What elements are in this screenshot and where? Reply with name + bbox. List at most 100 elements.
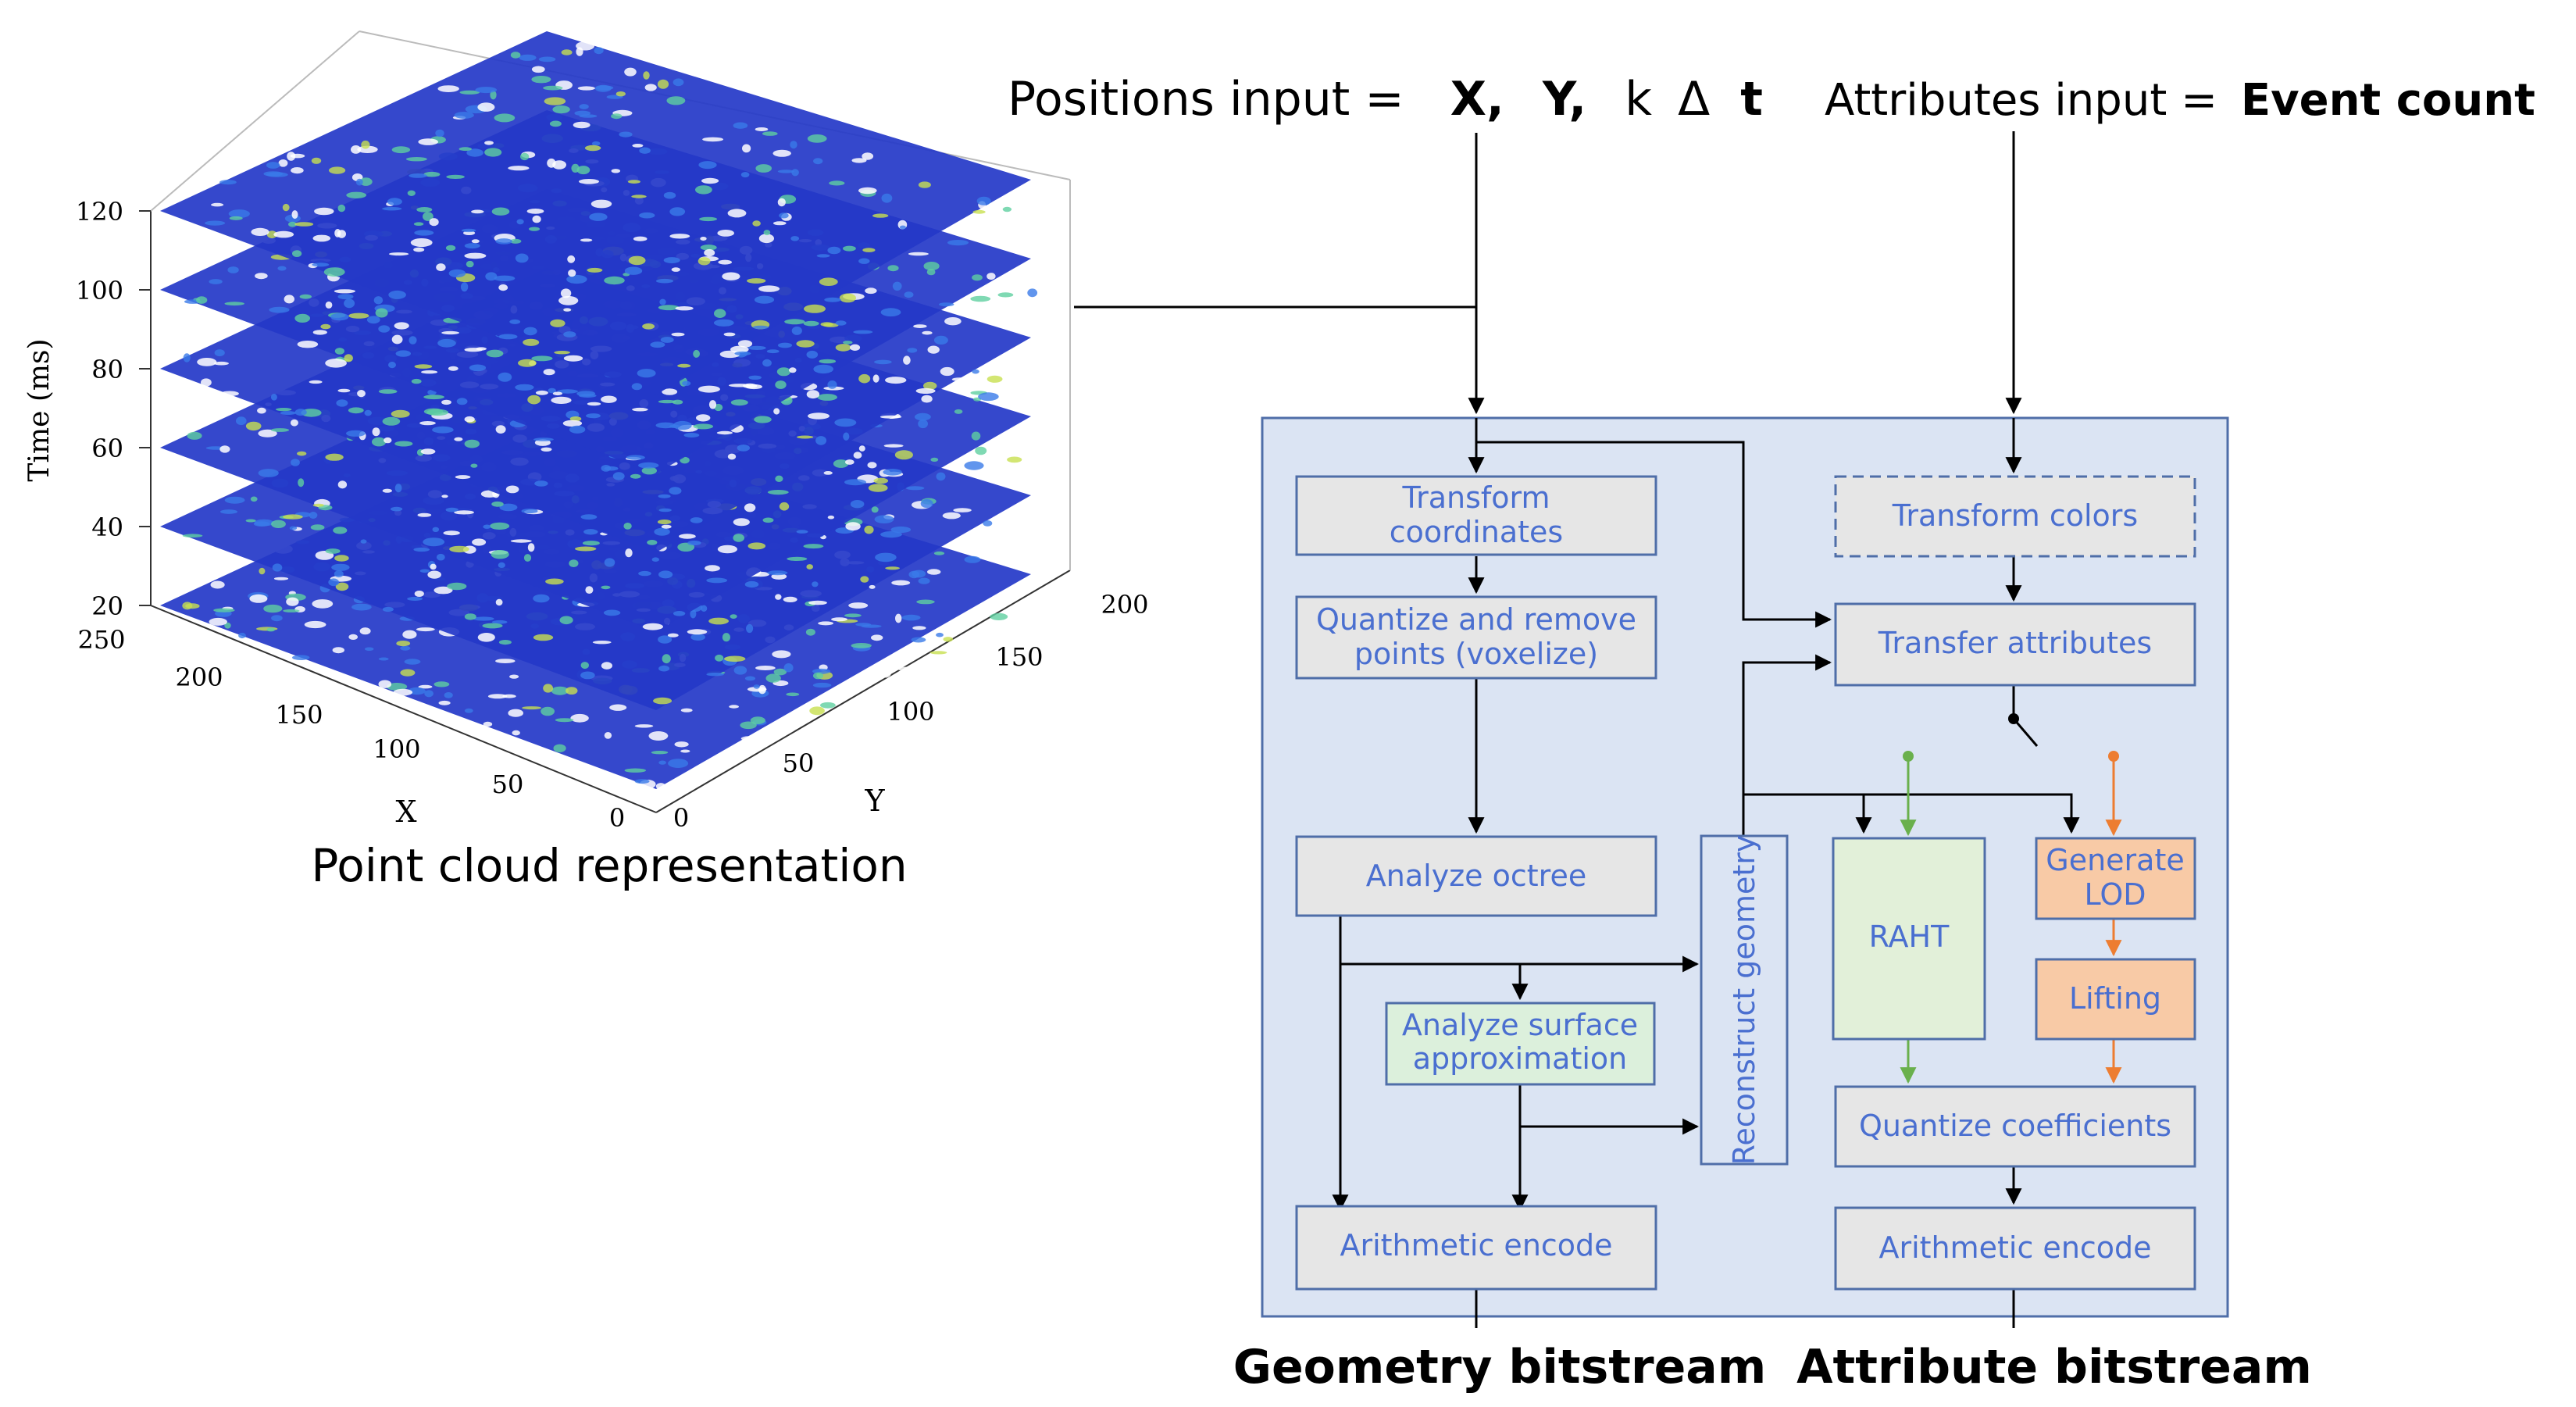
point-cluster xyxy=(414,364,433,369)
point-cluster xyxy=(543,85,563,91)
point-cluster xyxy=(916,599,935,605)
quantize-line1: Quantize and remove xyxy=(1316,602,1636,637)
point-cluster xyxy=(566,687,578,695)
point-cluster xyxy=(515,253,529,263)
point-cluster xyxy=(433,681,450,687)
reconstruct-geometry-label: Reconstruct geometry xyxy=(1727,835,1761,1166)
point-cluster xyxy=(872,374,879,383)
positions-y: Y, xyxy=(1542,72,1586,127)
point-cluster xyxy=(873,477,889,484)
point-cluster xyxy=(690,634,705,641)
point-cluster xyxy=(558,295,579,305)
positions-input-label: Positions input = X, Y, k Δ t xyxy=(1008,72,1763,127)
point-cluster xyxy=(724,655,746,662)
point-cluster xyxy=(858,258,870,264)
point-cluster xyxy=(213,608,235,612)
point-cluster xyxy=(671,332,685,337)
point-cluster xyxy=(257,407,266,414)
point-cluster xyxy=(680,749,690,753)
point-cluster xyxy=(292,250,302,257)
point-cluster xyxy=(526,209,544,214)
point-cluster xyxy=(745,384,762,390)
point-cluster xyxy=(999,225,1019,232)
point-cluster xyxy=(551,396,572,404)
point-cluster xyxy=(348,634,359,641)
point-cluster xyxy=(569,425,586,434)
point-cluster xyxy=(335,582,349,591)
point-cluster xyxy=(527,395,541,405)
point-cluster xyxy=(626,455,645,460)
point-cluster xyxy=(490,522,510,530)
point-cluster xyxy=(477,102,495,112)
point-cluster xyxy=(699,216,718,222)
point-cluster xyxy=(325,453,344,461)
point-cluster xyxy=(416,207,433,212)
point-cluster xyxy=(245,519,256,523)
point-cluster xyxy=(404,659,421,665)
point-cluster xyxy=(298,478,305,487)
point-cluster xyxy=(473,616,494,621)
point-cluster xyxy=(529,227,540,231)
point-cluster xyxy=(290,419,298,427)
point-cluster xyxy=(655,783,666,790)
box-transform-coordinates: Transform coordinates xyxy=(1295,475,1657,556)
point-cluster xyxy=(476,347,487,351)
point-cluster xyxy=(416,627,435,632)
point-cluster xyxy=(740,721,757,730)
point-cluster xyxy=(869,584,876,589)
point-cluster xyxy=(562,420,583,427)
point-cluster xyxy=(454,437,463,441)
point-cluster xyxy=(690,517,703,523)
point-cluster xyxy=(409,336,417,345)
point-cluster xyxy=(733,122,748,129)
point-cluster xyxy=(346,191,367,198)
point-cluster xyxy=(657,520,672,525)
point-cluster xyxy=(875,552,897,562)
point-cluster xyxy=(447,582,467,591)
point-cluster xyxy=(705,565,720,572)
point-cluster xyxy=(495,238,512,245)
point-cluster xyxy=(809,706,825,716)
point-cluster xyxy=(673,78,684,87)
positions-x: X, xyxy=(1450,72,1504,127)
box-transfer-attributes: Transfer attributes xyxy=(1834,602,2196,687)
point-cluster xyxy=(872,213,889,218)
point-cluster xyxy=(871,634,883,641)
point-cluster xyxy=(477,633,495,642)
point-cluster xyxy=(456,398,468,405)
point-cluster xyxy=(744,676,756,681)
point-cluster xyxy=(484,141,494,145)
y-axis-label: Y xyxy=(864,784,885,818)
point-cluster xyxy=(552,160,566,170)
point-cluster xyxy=(270,428,290,432)
point-cluster xyxy=(382,207,402,211)
point-cluster xyxy=(672,399,683,405)
box-raht: RAHT xyxy=(1832,837,1986,1041)
point-cluster xyxy=(704,248,715,257)
point-cluster xyxy=(716,430,733,435)
point-cluster xyxy=(698,385,720,393)
x-tick-0: 0 xyxy=(609,803,625,833)
point-cluster xyxy=(638,570,651,577)
point-cluster xyxy=(783,596,797,603)
box-attribute-encode: Arithmetic encode xyxy=(1834,1206,2196,1291)
point-cluster xyxy=(687,629,708,635)
point-cluster xyxy=(730,399,748,406)
point-cluster xyxy=(475,87,498,94)
point-cluster xyxy=(944,317,962,326)
point-cluster xyxy=(808,412,830,420)
point-cluster xyxy=(737,340,753,348)
point-cluster xyxy=(587,267,603,273)
point-cluster xyxy=(758,234,775,244)
point-cluster xyxy=(647,540,658,545)
surface-line1: Analyze surface xyxy=(1402,1008,1638,1042)
point-cluster xyxy=(255,273,268,280)
point-cluster xyxy=(487,694,508,699)
point-cluster xyxy=(744,580,759,588)
point-cluster xyxy=(669,207,686,216)
point-cluster xyxy=(533,437,554,441)
box-transform-colors: Transform colors xyxy=(1834,475,2196,558)
point-cluster xyxy=(905,486,925,491)
svg-text:Attributes input = Event: Attributes input = Event count xyxy=(1825,75,2535,126)
point-cluster xyxy=(797,435,814,439)
